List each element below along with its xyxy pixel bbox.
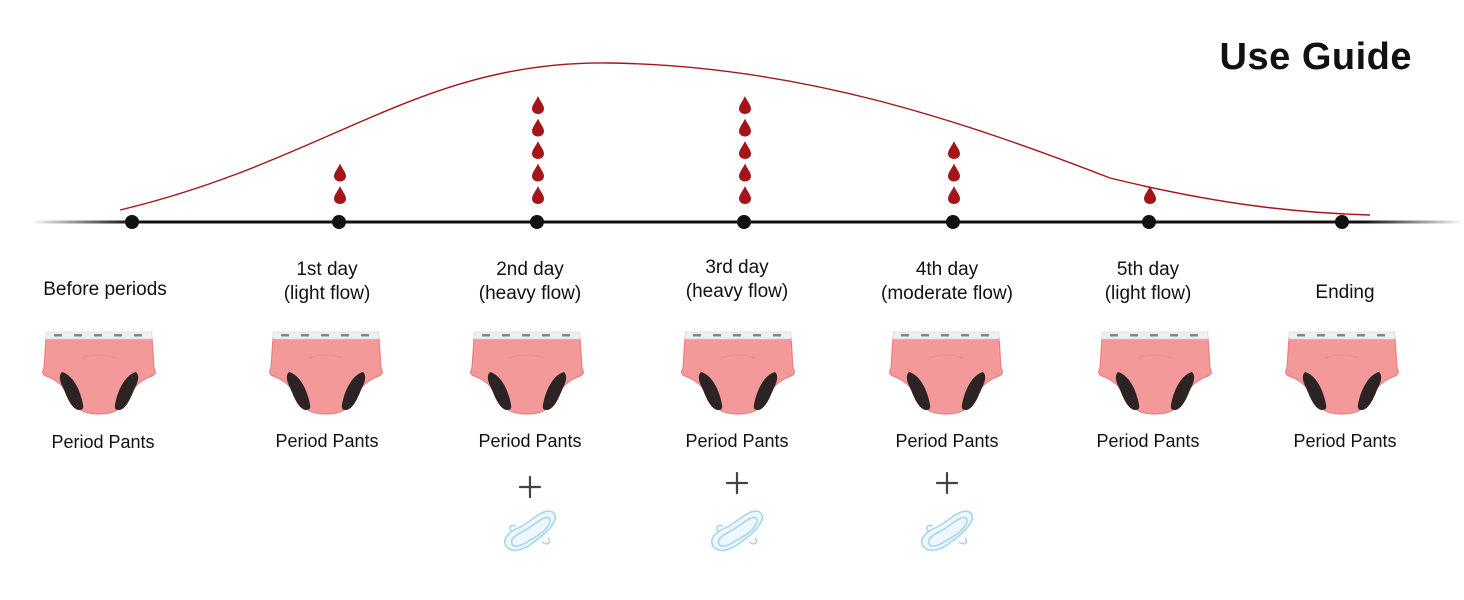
stage-label: 4th day (moderate flow) — [881, 259, 1013, 304]
product-label: Period Pants — [895, 431, 999, 451]
stage-label: 5th day (light flow) — [1104, 259, 1192, 304]
plus-icon — [515, 472, 545, 502]
product-label: Period Pants — [51, 432, 155, 452]
timeline-marker — [737, 215, 751, 229]
blood-drop-icon — [1144, 186, 1156, 204]
period-pants-icon — [468, 328, 586, 418]
blood-drop-icon — [532, 163, 544, 182]
blood-drop-icon — [739, 96, 751, 114]
plus-icon — [932, 468, 962, 498]
blood-drop-icon — [334, 163, 346, 182]
timeline-marker — [946, 215, 960, 229]
period-pants-icon — [679, 328, 797, 418]
stage-label: 3rd day (heavy flow) — [685, 257, 789, 302]
blood-drop-icon — [948, 186, 960, 204]
flow-curve — [119, 62, 1371, 216]
stage-label: Before periods — [43, 279, 167, 300]
blood-drop-icon — [532, 141, 544, 159]
stage-label: 1st day (light flow) — [283, 259, 371, 304]
product-label: Period Pants — [275, 431, 379, 451]
timeline-marker — [332, 215, 346, 229]
blood-drop-icon — [739, 141, 751, 159]
blood-drop-icon — [532, 96, 544, 114]
sanitary-pad-icon — [915, 506, 979, 556]
page-title: Use Guide — [1219, 36, 1412, 78]
stage-label: Ending — [1315, 282, 1375, 303]
timeline-marker — [1142, 215, 1156, 229]
product-label: Period Pants — [478, 431, 582, 451]
sanitary-pad-icon — [705, 506, 769, 556]
product-label: Period Pants — [685, 431, 789, 451]
period-pants-icon — [887, 328, 1005, 418]
blood-drop-icon — [532, 186, 544, 204]
blood-drop-icon — [334, 186, 346, 204]
period-pants-icon — [1283, 328, 1401, 418]
blood-drop-icon — [739, 163, 751, 182]
blood-drop-icon — [739, 186, 751, 204]
product-label: Period Pants — [1096, 431, 1200, 451]
period-pants-icon — [267, 328, 385, 418]
blood-drop-icon — [948, 141, 960, 159]
blood-drop-icon — [739, 118, 751, 137]
timeline-marker — [530, 215, 544, 229]
blood-drop-icon — [948, 163, 960, 182]
timeline-marker — [125, 215, 139, 229]
product-label: Period Pants — [1293, 431, 1397, 451]
blood-drop-icon — [532, 118, 544, 137]
sanitary-pad-icon — [498, 506, 562, 556]
period-pants-icon — [1096, 328, 1214, 418]
plus-icon — [722, 468, 752, 498]
period-pants-icon — [40, 328, 158, 418]
stage-label: 2nd day (heavy flow) — [478, 259, 582, 304]
timeline-marker — [1335, 215, 1349, 229]
